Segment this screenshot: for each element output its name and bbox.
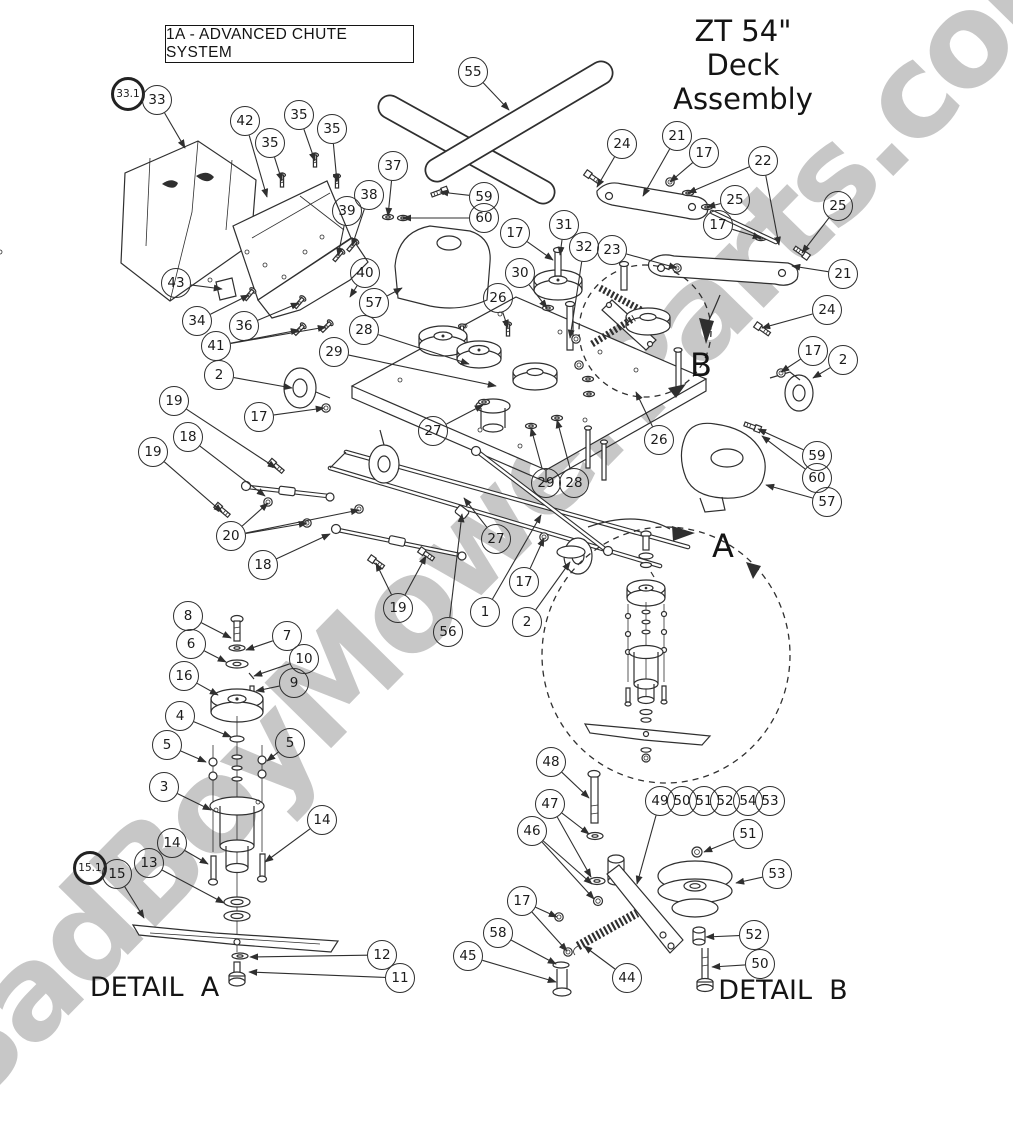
chute-deflector [0, 140, 257, 302]
view-a-spindle-exploded [583, 530, 712, 763]
detail-a-exploded [131, 614, 340, 987]
chute-system-box-label: 1A - ADVANCED CHUTE SYSTEM [165, 25, 414, 63]
detail-b-parts [552, 769, 733, 997]
parts-diagram-artwork [0, 60, 814, 997]
view-b-arrows [668, 294, 721, 398]
detail-a-label: DETAIL A [89, 972, 220, 1003]
detail-b-label: DETAIL B [718, 975, 848, 1006]
view-a-detail-circle [541, 518, 791, 784]
underdeck-hardware [539, 425, 609, 559]
belt-guard-cover [680, 420, 766, 513]
hanger-arms [583, 169, 811, 338]
view-a-letter: A [712, 527, 734, 565]
page-title: ZT 54" Deck Assembly [638, 14, 848, 116]
drive-belt [377, 60, 614, 205]
page-title-line2: Deck Assembly [673, 48, 813, 116]
view-b-letter: B [690, 346, 712, 384]
chute-mount-plate [232, 152, 352, 301]
spindle-cover [394, 225, 491, 309]
page-title-line1: ZT 54" [694, 14, 792, 48]
